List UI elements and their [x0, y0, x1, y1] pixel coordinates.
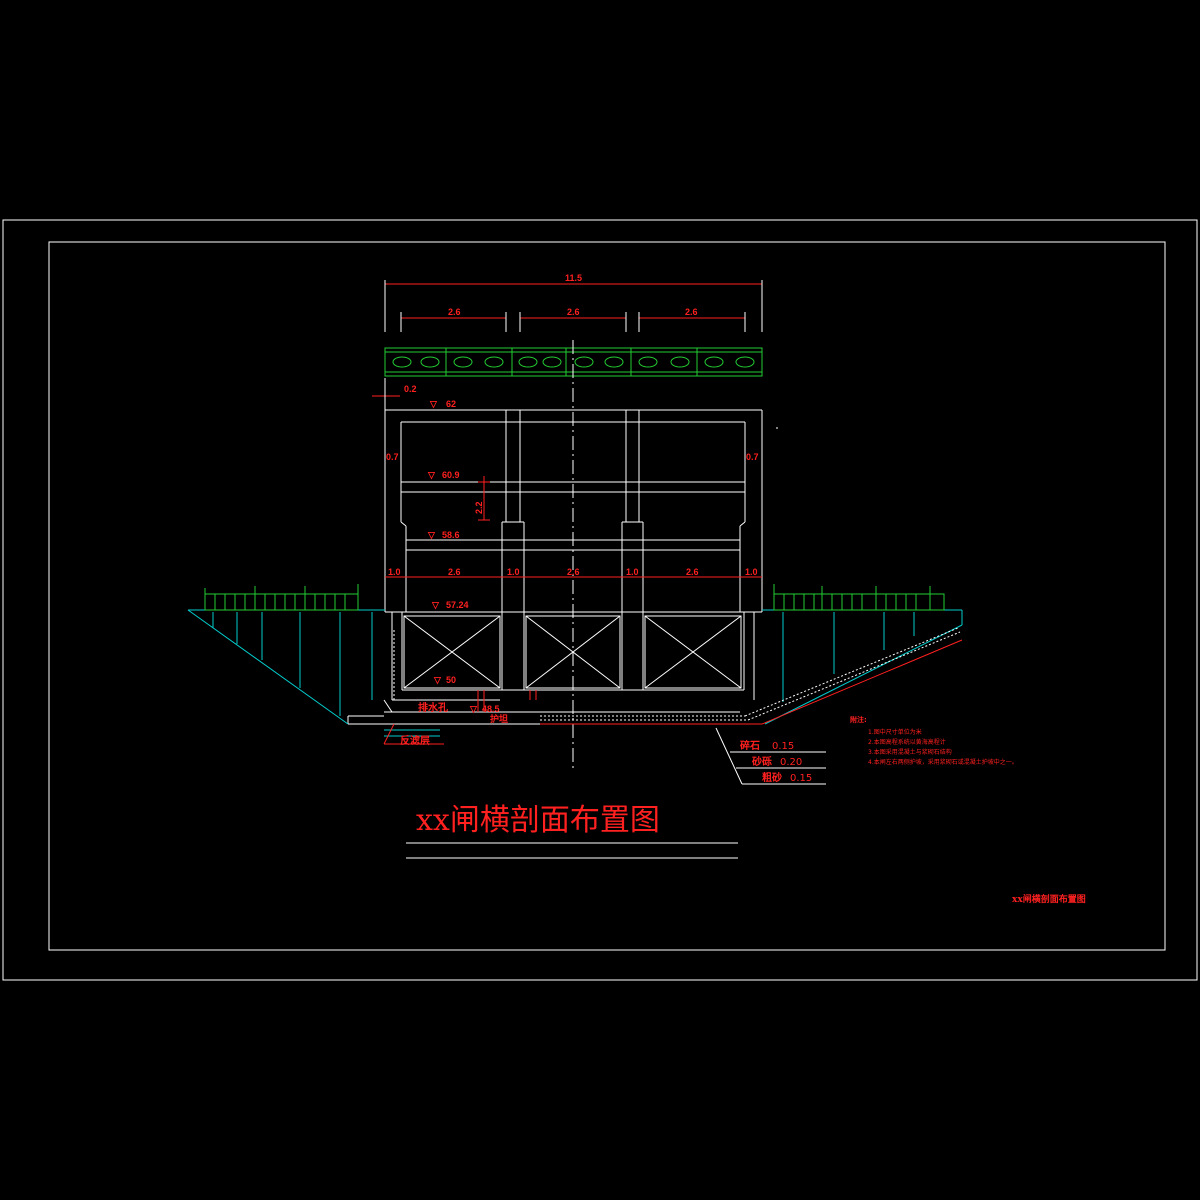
notes: 附注: 1.图中尺寸单位为米 2.本图高程系统以黄海高程计 3.本图采用混凝土与…: [850, 715, 1018, 766]
pier-width-1: 1.0: [388, 567, 401, 577]
bay-width-1: 2.6: [448, 307, 461, 317]
title-block-label: xx闸横剖面布置图: [1012, 893, 1086, 905]
bay-width-3: 2.6: [685, 307, 698, 317]
notes-heading: 附注:: [850, 715, 867, 724]
wall-dimensions: 0.7 0.7 2.2: [386, 452, 759, 521]
elev-triangle: ▽: [431, 600, 440, 610]
elev-triangle: ▽: [427, 530, 436, 540]
elev-triangle: ▽: [469, 704, 478, 714]
drawing-title: xx闸横剖面布置图: [416, 803, 660, 838]
note-3: 3.本图采用混凝土与浆砌石结构: [868, 748, 952, 756]
drain-hole-label: 排水孔: [418, 701, 448, 714]
pier-width-4: 1.0: [745, 567, 758, 577]
elevation-deck: 62: [446, 399, 456, 409]
material-3-name: 粗砂: [762, 771, 782, 784]
riprap-fill: [393, 627, 961, 721]
apron-label: 护坦: [490, 713, 508, 724]
elevation-upper-beam: 60.9: [442, 470, 460, 480]
elevation-bottom: 48.5: [482, 704, 500, 714]
note-2: 2.本图高程系统以黄海高程计: [868, 738, 946, 746]
component-labels: 排水孔 护坦 反滤层: [383, 690, 537, 747]
outer-frame: [2, 219, 1198, 981]
left-railing: [204, 584, 359, 611]
pier-width-2: 1.0: [507, 567, 520, 577]
overall-dimension: 11.5: [384, 273, 763, 332]
elevation-ground: 57.24: [446, 600, 469, 610]
pier-width-3: 1.0: [626, 567, 639, 577]
lower-span-dimensions: 1.0 2.6 1.0 2.6 1.0 2.6 1.0: [385, 567, 762, 578]
slope-lining: [540, 639, 963, 725]
lower-bay-width-2: 2.6: [567, 567, 580, 577]
note-1: 1.图中尺寸单位为米: [868, 728, 922, 736]
overall-width-label: 11.5: [565, 273, 582, 283]
elevation-markers: ▽ 62 ▽ 60.9 ▽ 58.6 ▽ 57.24 ▽ 50 ▽ 48.5: [427, 399, 500, 714]
lower-bay-width-1: 2.6: [448, 567, 461, 577]
bay-width-2: 2.6: [567, 307, 580, 317]
material-1-name: 碎石: [740, 739, 760, 752]
elev-triangle: ▽: [429, 399, 438, 409]
material-2-thickness: 0.20: [780, 757, 802, 768]
inner-frame: [48, 241, 1166, 951]
title-block: xx闸横剖面布置图: [406, 803, 738, 859]
note-4: 4.本闸左右两侧护坡，采用浆砌石或混凝土护坡中之一。: [868, 758, 1018, 766]
elev-triangle: ▽: [427, 470, 436, 480]
cushion-layer-label: 反滤层: [400, 734, 430, 747]
beam-gap-label: 2.2: [474, 501, 484, 514]
material-1-thickness: 0.15: [772, 741, 794, 752]
elevation-sill: 50: [446, 675, 456, 685]
lower-bay-width-3: 2.6: [686, 567, 699, 577]
gate-structure: [347, 409, 763, 725]
right-bank: [762, 609, 963, 725]
elev-triangle: ▽: [433, 675, 442, 685]
wall-thickness-right: 0.7: [746, 452, 759, 462]
parapet-offset-label: 0.2: [404, 384, 417, 394]
parapet-offset-dimension: 0.2: [372, 378, 417, 410]
material-3-thickness: 0.15: [790, 773, 812, 784]
materials-legend: 碎石 0.15 砂砾 0.20 粗砂 0.15: [715, 727, 826, 785]
bay-dimensions: 2.6 2.6 2.6: [400, 307, 746, 332]
right-railing: [773, 584, 945, 611]
material-2-name: 砂砾: [751, 755, 772, 768]
elevation-lower-beam: 58.6: [442, 530, 460, 540]
wall-thickness-left: 0.7: [386, 452, 399, 462]
